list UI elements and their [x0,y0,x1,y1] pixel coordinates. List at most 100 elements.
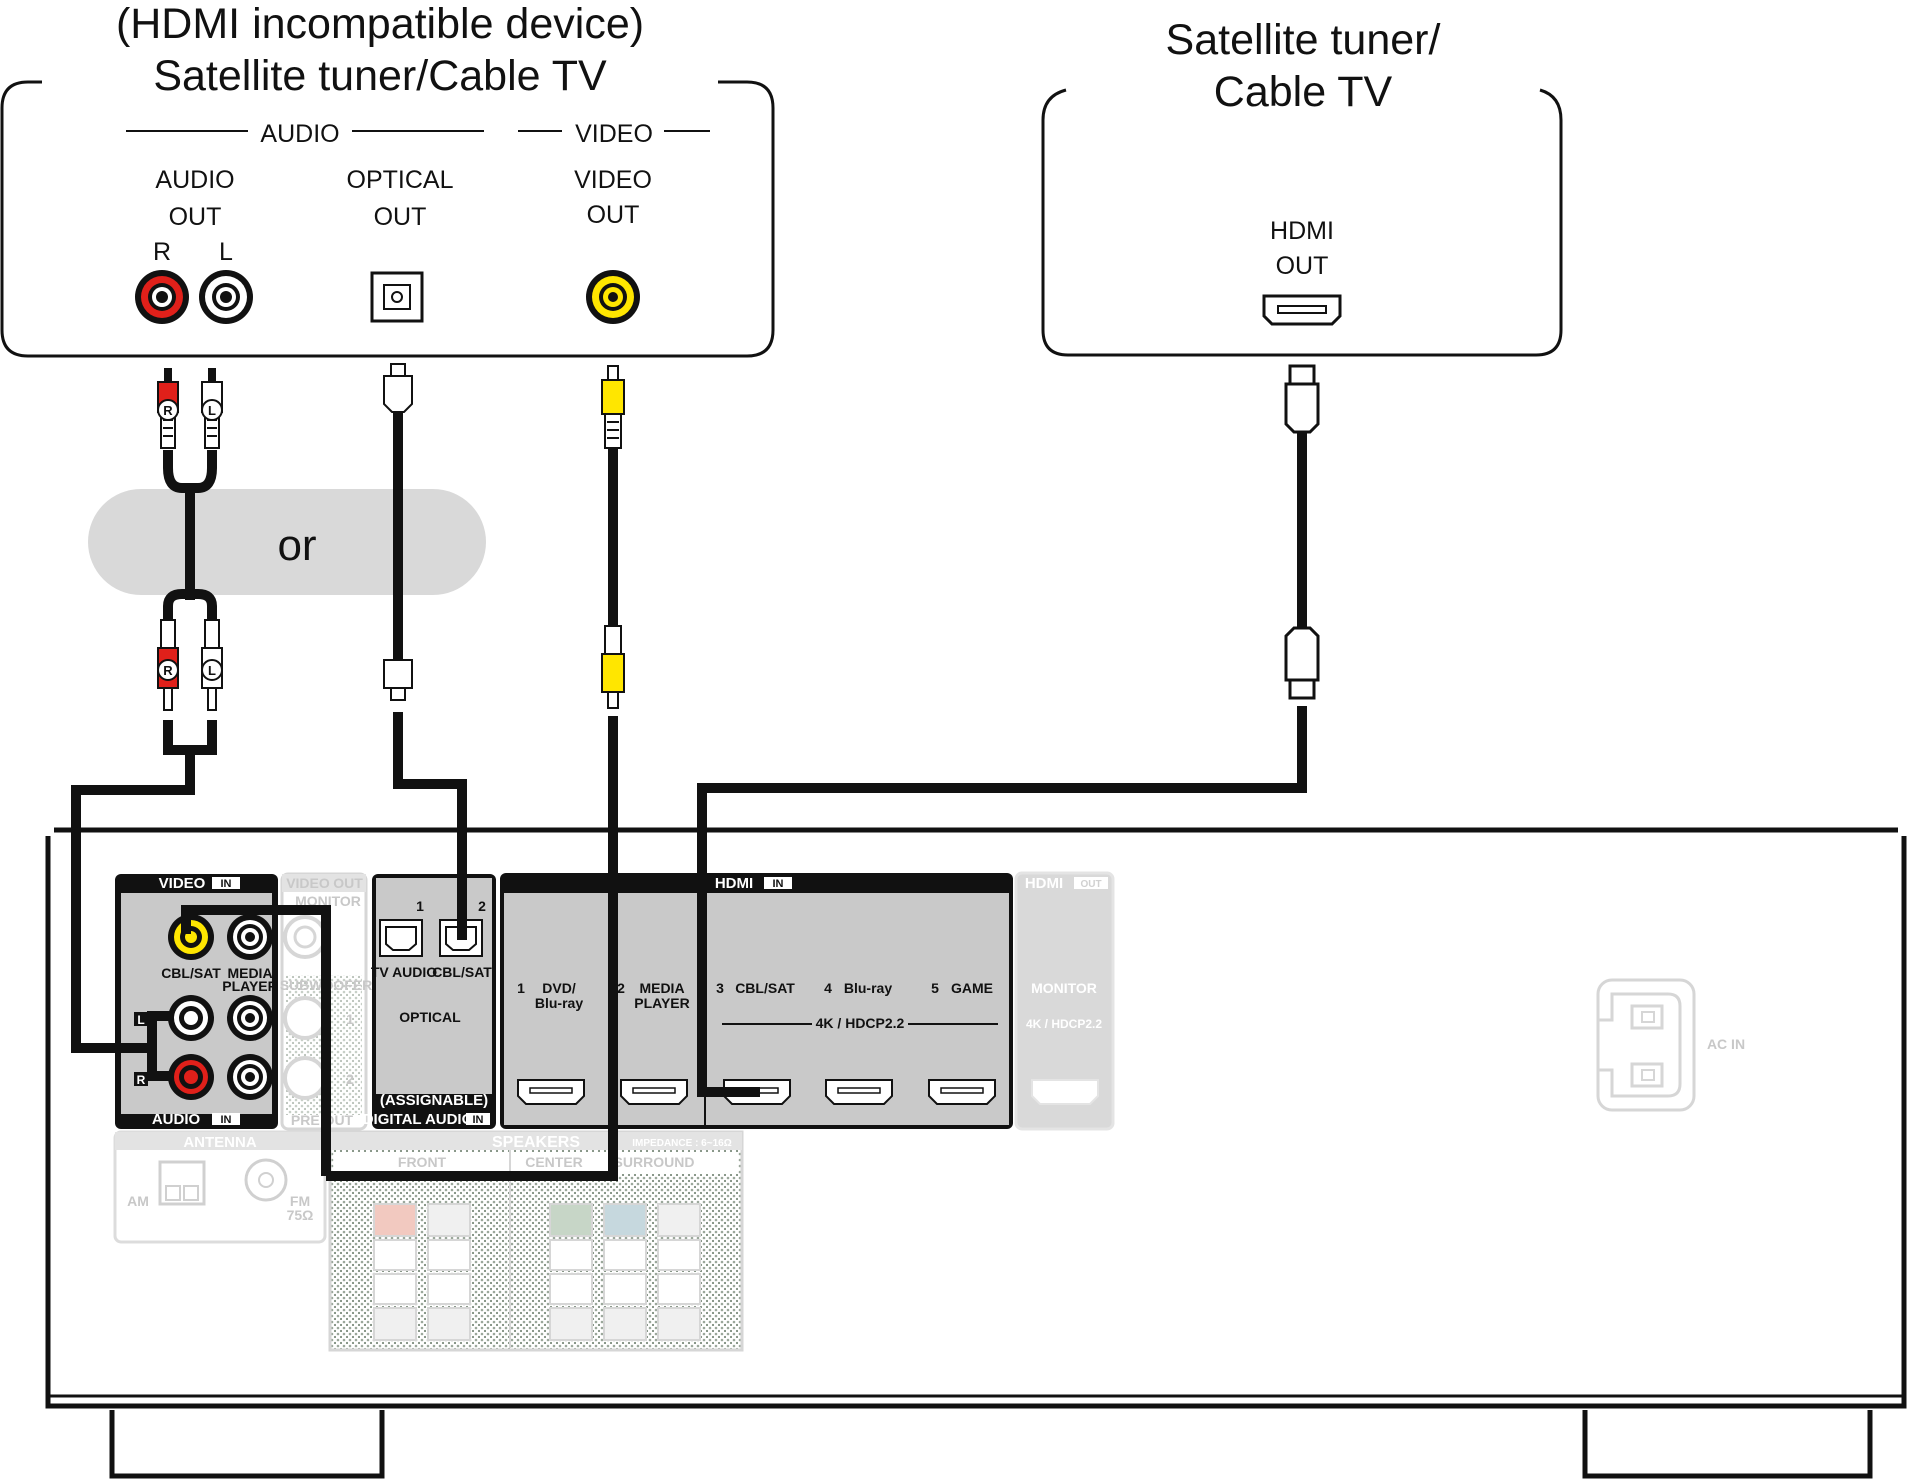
ac-in-socket: AC IN [1596,978,1745,1112]
audio-out-l-jack [199,270,253,324]
subwoofer-1-label: 1 [346,1011,354,1027]
digital-audio-panel: 1 2 TV AUDIO CBL/SAT OPTICAL (ASSIGNABLE… [363,874,496,1129]
left-device-title-line2: Satellite tuner/Cable TV [153,52,607,100]
video-in-media-label-2: PLAYER [222,978,278,994]
antenna-fm-label: FM [290,1193,310,1209]
audio-in-media-r-jack [227,1054,273,1100]
right-device-title-line1: Satellite tuner/ [1166,16,1441,64]
hdmi-in-2-name-1: MEDIA [639,980,684,996]
hdmi-in-port-4 [825,1079,893,1105]
digital-audio-badge: IN [473,1114,484,1126]
hdmi-in-2-num: 2 [617,980,625,996]
audio-cable-overlay-r [147,1048,172,1081]
video-out-header: VIDEO [286,875,330,891]
speakers-label: SPEAKERS [492,1134,580,1151]
hdmi-in-1-name-2: Blu-ray [535,995,583,1011]
optical-cbl-sat-label: CBL/SAT [432,964,492,980]
hdmi-out-header: HDMI [1025,875,1063,892]
hdmi-in-1-name-1: DVD/ [542,980,576,996]
audio-in-l-mark: L [137,1013,144,1027]
speakers-panel: SPEAKERS IMPEDANCE : 6~16Ω FRONT CENTER … [328,1130,744,1352]
hdmi-out-panel: HDMI OUT MONITOR 4K / HDCP2.2 [1014,871,1115,1131]
audio-r-label: R [153,238,171,266]
optical-cable [383,363,467,940]
hdmi-in-hdcp-label: 4K / HDCP2.2 [816,1015,905,1031]
audio-out-r-jack [135,270,189,324]
video-in-cbl-sat-label: CBL/SAT [161,965,221,981]
hdmi-out-label-2: OUT [1276,252,1329,280]
subwoofer-2-label: 2 [346,1071,354,1087]
hdmi-in-3-num: 3 [716,980,724,996]
rca-cable-upper: R L [157,368,223,600]
audio-out-label-2: OUT [169,203,222,231]
video-out-badge: OUT [333,875,363,891]
optical-out-jack [370,271,424,323]
ac-in-label: AC IN [1707,1036,1745,1052]
video-in-media-player-jack [227,914,273,960]
audio-in-cbl-sat-r-jack [168,1054,214,1100]
or-label: or [277,521,316,570]
video-group-label: VIDEO [575,120,653,148]
video-out-label-2: OUT [587,201,640,229]
hdmi-out-monitor-label: MONITOR [1031,980,1097,996]
hdmi-in-4-num: 4 [824,980,832,996]
hdmi-out-port [1262,294,1342,326]
hdmi-out-badge: OUT [1080,879,1101,890]
front-label: FRONT [398,1154,447,1170]
audio-in-cbl-sat-l-jack [168,995,214,1041]
video-cable-overlay-2 [326,860,618,1181]
audio-in-footer: AUDIO [152,1111,201,1128]
optical-tv-audio-label: TV AUDIO [371,964,437,980]
hdmi-cable-overlay [697,830,760,1097]
right-device-title-line2: Cable TV [1214,68,1393,116]
hdmi-in-port-5 [928,1079,996,1105]
video-in-badge: IN [221,878,232,890]
left-device-title-line1: (HDMI incompatible device) [116,0,644,48]
optical-out-label-2: OUT [374,203,427,231]
antenna-panel: ANTENNA AM FM 75Ω [113,1130,327,1244]
plug-l-mark: L [208,403,216,418]
hdmi-in-header: HDMI [715,875,753,892]
audio-in-badge: IN [221,1114,232,1126]
audio-group-label: AUDIO [260,120,339,148]
video-out-label-1: VIDEO [574,166,652,194]
hdmi-in-5-num: 5 [931,980,939,996]
antenna-fm-ohm: 75Ω [287,1207,314,1223]
center-label: CENTER [525,1154,583,1170]
hdmi-in-3-name: CBL/SAT [735,980,795,996]
hdmi-in-4-name: Blu-ray [844,980,892,996]
optical-num-2: 2 [478,898,486,914]
right-device: Satellite tuner/ Cable TV HDMI OUT [1041,16,1563,357]
surround-label: SURROUND [614,1154,695,1170]
audio-out-label-1: AUDIO [155,166,234,194]
hdmi-out-hdcp-label: 4K / HDCP2.2 [1026,1017,1102,1031]
hdmi-in-5-name: GAME [951,980,993,996]
audio-in-media-l-jack [227,995,273,1041]
audio-in-r-mark: R [137,1073,146,1087]
digital-audio-label: DIGITAL AUDIO [363,1111,474,1128]
antenna-label: ANTENNA [183,1134,256,1151]
video-in-header: VIDEO [159,875,206,892]
optical-out-label-1: OPTICAL [347,166,454,194]
video-out-jack [586,270,640,324]
video-cable-overlay [181,905,331,1176]
hdmi-in-1-num: 1 [517,980,525,996]
video-in-media-label-1: MEDIA [227,965,272,981]
receiver-body [45,827,1907,1479]
impedance-label: IMPEDANCE : 6~16Ω [632,1138,731,1149]
hdmi-in-panel: HDMI IN 1 DVD/ Blu-ray 2 MEDIA PLAYER 3 … [500,873,1013,1129]
hdmi-out-monitor-port [1031,1079,1099,1105]
left-device: (HDMI incompatible device) Satellite tun… [0,0,775,358]
hdmi-in-2-name-2: PLAYER [634,995,690,1011]
hdmi-in-port-1 [517,1079,585,1105]
plug-l-mark-lower: L [208,663,216,678]
optical-tv-audio-port [379,919,423,957]
hdmi-out-label-1: HDMI [1270,217,1334,245]
hdmi-in-port-2 [620,1079,688,1105]
plug-r-mark: R [163,403,173,418]
hdmi-in-badge: IN [773,878,784,890]
audio-l-label: L [219,238,233,266]
optical-num-1: 1 [416,898,424,914]
antenna-am-label: AM [127,1193,149,1209]
